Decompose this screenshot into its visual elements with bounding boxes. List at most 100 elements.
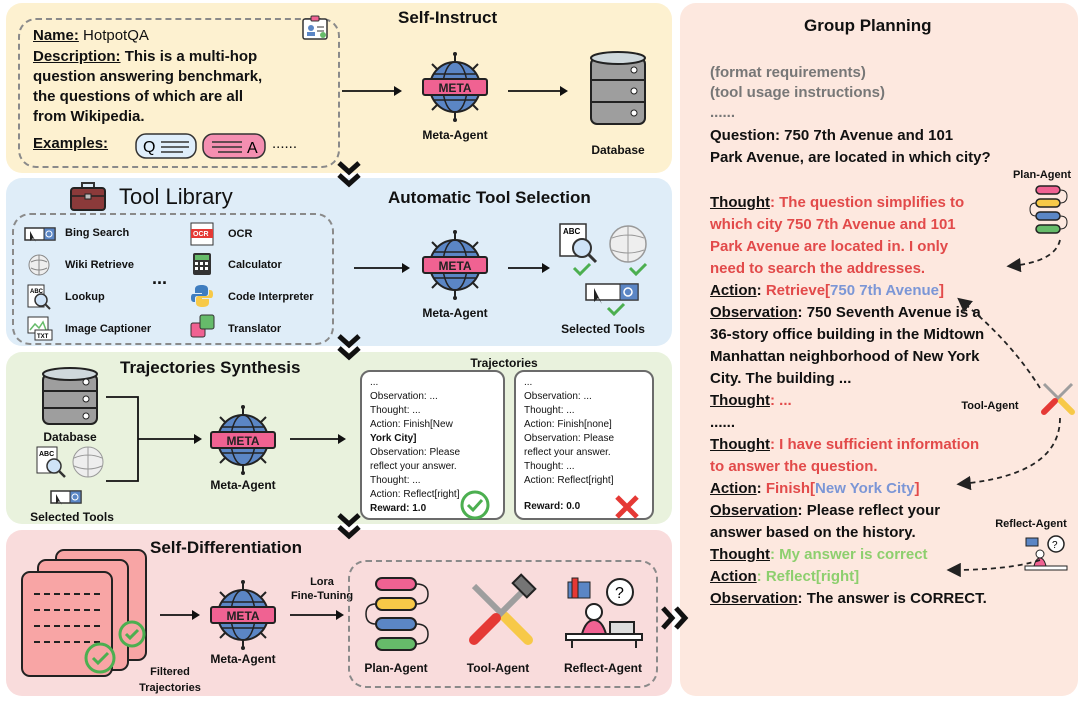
trajectory-card-failure: ... Observation: ... Thought: ... Action… — [514, 370, 654, 520]
reflect-agent-icon: ? — [1024, 534, 1068, 579]
self-differentiation-title: Self-Differentiation — [150, 538, 303, 557]
arrow-meta-to-database — [508, 86, 568, 96]
thought-1-line-2: which city 750 7th Avenue and 101 — [710, 216, 956, 233]
svg-text:?: ? — [615, 585, 624, 602]
arrow-meta-to-agents — [290, 610, 344, 620]
tool-agent-icon — [1040, 380, 1076, 421]
svg-text:?: ? — [1052, 540, 1058, 551]
dataset-name: Name: HotpotQA — [33, 27, 149, 44]
svg-text:ABC: ABC — [30, 289, 44, 295]
database-label: Database — [591, 143, 645, 157]
ocr-icon: OCR — [190, 222, 214, 251]
calculator-icon — [192, 252, 212, 281]
svg-text:ABC: ABC — [39, 451, 54, 458]
plan-agent-label: Plan-Agent — [1012, 169, 1072, 181]
thought-4: Thought: My answer is correct — [710, 546, 928, 563]
image-captioner-icon: TXT — [27, 316, 53, 347]
reflect-agent-icon: ? — [564, 576, 644, 655]
svg-text:A: A — [247, 140, 258, 157]
svg-text:META: META — [226, 609, 259, 623]
svg-text:ABC: ABC — [563, 227, 581, 236]
meta-agent-label: Meta-Agent — [422, 128, 488, 142]
check-circle-icon — [460, 490, 490, 525]
selected-tools-label: Selected Tools — [561, 322, 645, 336]
examples-ellipsis: ...... — [272, 135, 298, 152]
toolbox-icon — [70, 182, 106, 217]
observation-1-line-1: Observation: 750 Seventh Avenue is a — [710, 304, 981, 321]
lookup-doc-icon: ABC — [27, 284, 51, 315]
trajectories-title: Trajectories Synthesis — [120, 358, 301, 377]
meta-agent-icon: META — [420, 230, 490, 300]
dataset-examples: Examples: — [33, 135, 109, 152]
bing-search-tool-icon — [24, 225, 56, 248]
ellipsis-2: ...... — [710, 414, 736, 431]
meta-agent-label: Meta-Agent — [422, 306, 488, 320]
tool-library-title: Tool Library — [119, 184, 233, 209]
arrow-meta-to-trajectories — [290, 434, 346, 444]
arrow-tools-to-meta — [354, 263, 410, 273]
tool-ocr: OCR — [228, 228, 253, 240]
meta-agent-icon: META — [208, 405, 278, 475]
plan-agent-icon — [365, 574, 436, 659]
tool-image-captioner: Image Captioner — [65, 323, 152, 335]
id-card-icon — [302, 15, 328, 46]
database-icon — [40, 366, 100, 433]
tool-code-interpreter: Code Interpreter — [228, 291, 314, 303]
reflect-agent-label: Reflect-Agent — [995, 518, 1067, 530]
cross-icon — [614, 494, 640, 525]
answer-example-icon: A — [202, 133, 266, 164]
question-line-2: Park Avenue, are located in which city? — [710, 149, 991, 166]
action-2: Action: Finish[New York City] — [710, 480, 920, 497]
self-instruct-title: Self-Instruct — [398, 8, 498, 27]
tool-translator: Translator — [228, 323, 282, 335]
agent-label-tool: Tool-Agent — [466, 661, 530, 675]
arrow-card-to-meta — [342, 86, 402, 96]
tool-agent-label: Tool-Agent — [961, 400, 1019, 412]
format-requirements: (format requirements) — [710, 64, 866, 81]
observation-1-line-4: City. The building ... — [710, 370, 852, 387]
selected-tools-label: Selected Tools — [30, 510, 114, 524]
meta-agent-label: Meta-Agent — [210, 478, 276, 492]
agent-label-reflect: Reflect-Agent — [563, 661, 642, 675]
translator-icon — [190, 314, 216, 345]
lookup-doc-icon: ABC — [36, 446, 106, 487]
fine-tuning-label: Fine-Tuning — [290, 590, 354, 602]
plan-agent-icon — [1029, 184, 1070, 241]
selected-tools-icons: ABC — [556, 222, 656, 327]
tool-agent-icon — [466, 573, 537, 653]
arrow-meta-to-selected — [508, 263, 550, 273]
svg-text:META: META — [438, 81, 471, 95]
tools-ellipsis: ... — [152, 268, 168, 288]
thought-1-line-3: Park Avenue are located in. I only — [710, 238, 949, 255]
trajectories-header: Trajectories — [470, 356, 538, 370]
observation-2-line-1: Observation: Please reflect your — [710, 502, 941, 519]
tool-calculator: Calculator — [228, 259, 282, 271]
agent-label-plan: Plan-Agent — [364, 661, 428, 675]
svg-text:TXT: TXT — [37, 334, 49, 340]
filtered-docs-icon — [20, 548, 150, 683]
question-example-icon: Q — [135, 133, 197, 164]
tool-wiki-retrieve: Wiki Retrieve — [65, 259, 134, 271]
observation-2-line-2: answer based on the history. — [710, 524, 916, 541]
thought-2: Thought: ... — [710, 392, 792, 409]
lora-label: Lora — [310, 576, 334, 588]
action-1: Action: Retrieve[750 7th Avenue] — [710, 282, 944, 299]
group-planning-title: Group Planning — [804, 16, 932, 35]
tool-usage-instructions: (tool usage instructions) — [710, 84, 886, 101]
meta-agent-icon: META — [420, 52, 490, 122]
observation-1-line-2: 36-story office building in the Midtown — [710, 326, 985, 343]
dataset-card — [18, 18, 340, 168]
arrow-docs-to-meta — [160, 610, 200, 620]
tool-library-panel — [6, 178, 672, 346]
thought-1-line-1: Thought: The question simplifies to — [710, 194, 965, 211]
svg-text:OCR: OCR — [193, 231, 209, 238]
database-icon — [588, 50, 648, 135]
agents-box — [348, 560, 658, 688]
thought-3-line-2: to answer the question. — [710, 458, 878, 475]
svg-text:META: META — [438, 259, 471, 273]
chevron-right-icon — [661, 606, 689, 630]
meta-agent-icon: META — [208, 580, 278, 650]
question-line-1: Question: 750 7th Avenue and 101 — [710, 127, 954, 144]
chevron-down-icon — [337, 513, 361, 540]
